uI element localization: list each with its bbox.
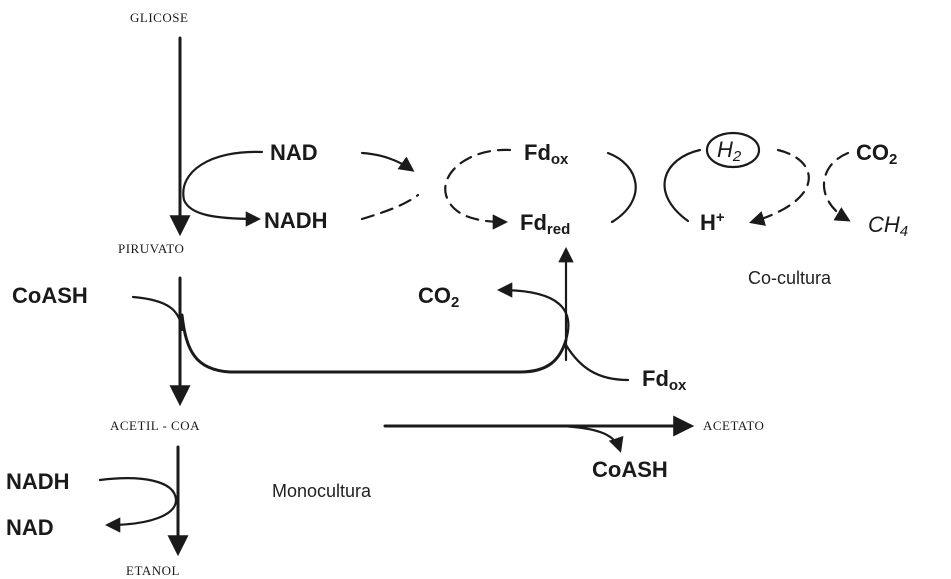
- label-co-cultura: Co-cultura: [748, 268, 832, 288]
- label-co2-mid: CO2: [418, 283, 459, 311]
- label-monocultura: Monocultura: [272, 481, 372, 501]
- coash-release-arrow: [558, 424, 624, 453]
- fd-cycle-left: [444, 148, 512, 230]
- fd-cycle-right: [606, 151, 637, 224]
- nad-nadh-arc: [182, 150, 264, 227]
- label-coash-bottom: CoASH: [592, 457, 668, 482]
- co2-release-arrow: [496, 282, 570, 342]
- nadh-dash: [360, 193, 420, 221]
- label-h-plus: H+: [700, 209, 725, 235]
- h-cycle-right: [749, 148, 810, 226]
- bottom-loop: [180, 313, 568, 374]
- label-fd-ox-top: Fdox: [524, 140, 569, 168]
- fdox-entry: [564, 343, 630, 382]
- label-nad-top: NAD: [270, 140, 318, 165]
- label-h2: H2: [717, 137, 742, 165]
- node-piruvato: PIRUVATO: [118, 241, 184, 256]
- node-glicose: GLICOSE: [130, 10, 188, 25]
- label-coash-left: CoASH: [12, 283, 88, 308]
- nadh-nad-arc: [98, 477, 178, 533]
- node-acetato: ACETATO: [703, 418, 764, 433]
- co2-ch4-dash: [822, 151, 851, 222]
- h-cycle-left: [663, 148, 702, 223]
- label-nadh-top: NADH: [264, 208, 328, 233]
- coash-entry: [131, 295, 184, 332]
- label-fd-ox-bottom: Fdox: [642, 366, 687, 394]
- label-co2-top: CO2: [856, 140, 897, 168]
- label-fd-red: Fdred: [520, 210, 570, 238]
- node-etanol: ETANOL: [126, 563, 180, 578]
- h2-circle: [705, 131, 761, 169]
- label-ch4: CH4: [868, 212, 908, 240]
- node-acetil-coa: ACETIL - COA: [110, 418, 200, 433]
- label-nadh-bottom: NADH: [6, 469, 70, 494]
- label-nad-bottom: NAD: [6, 515, 54, 540]
- nad-to-fd-arrow: [360, 151, 415, 172]
